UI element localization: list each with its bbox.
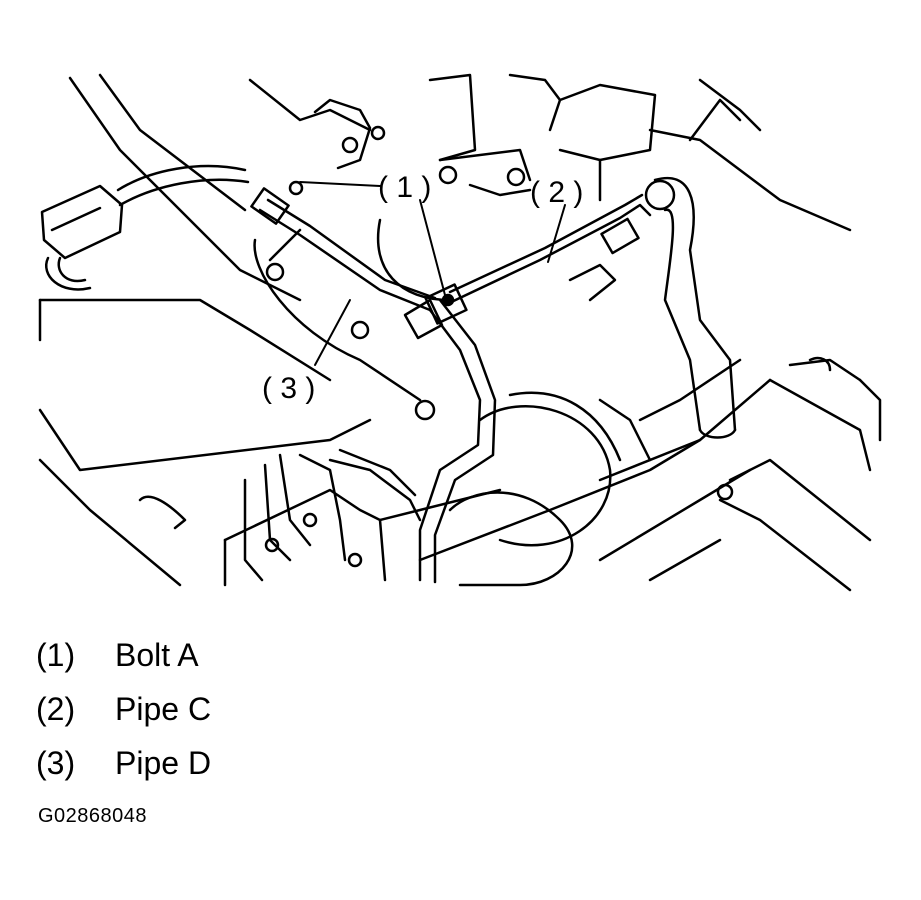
bolt-a — [250, 180, 468, 340]
brake-booster — [253, 218, 452, 421]
right-bracket — [418, 356, 882, 592]
callout-2: ( 2 ) — [530, 176, 583, 209]
pipe-d — [258, 198, 497, 584]
left-connector — [40, 164, 250, 291]
engine-bay-illustration: ( 1 ) ( 2 ) ( 3 ) — [38, 73, 882, 592]
left-body-panel — [38, 73, 372, 587]
legend-number: (3) — [36, 745, 76, 781]
legend-number: (2) — [36, 691, 76, 727]
top-engine-parts — [248, 73, 852, 232]
legend-number: (1) — [36, 637, 76, 673]
callout-3: ( 3 ) — [262, 372, 315, 405]
figure-id: G02868048 — [38, 805, 148, 827]
callout-1: ( 1 ) — [378, 171, 431, 204]
legend-item-pipe-d: (3) Pipe D — [36, 736, 211, 790]
pipe-c — [443, 193, 652, 307]
legend-label: Pipe D — [115, 745, 212, 781]
legend-label: Bolt A — [115, 637, 199, 673]
legend-label: Pipe C — [115, 691, 212, 727]
abs-unit — [138, 448, 502, 587]
legend-item-pipe-c: (2) Pipe C — [36, 682, 211, 736]
right-hose — [644, 176, 737, 439]
legend-item-bolt-a: (1) Bolt A — [36, 628, 211, 682]
callout-leaders — [299, 181, 566, 366]
legend: (1) Bolt A (2) Pipe C (3) Pipe D — [36, 628, 211, 790]
